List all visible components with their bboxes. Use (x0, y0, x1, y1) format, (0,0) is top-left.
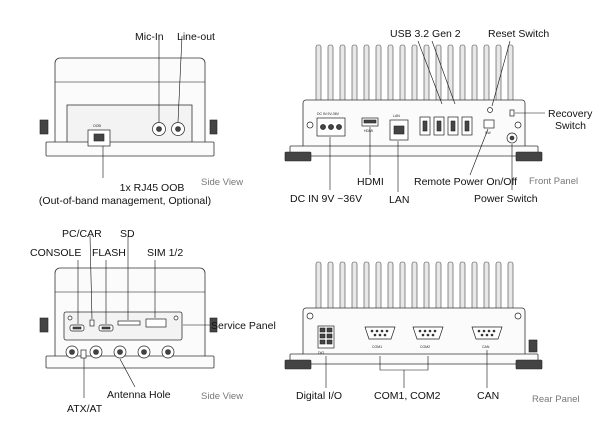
service-panel-label: Service Panel (211, 320, 276, 332)
usb-ports (419, 116, 473, 136)
remote-power-label: Remote Power On/Off (414, 176, 517, 188)
front-screw-right (514, 121, 522, 129)
lan-port: LAN (389, 114, 409, 141)
remote-power-connector (483, 119, 495, 129)
rear-panel: DIO COM1 COM2 CAN Digital I/O COM1, COM2… (284, 261, 580, 405)
sd-slot (117, 320, 141, 326)
usb-leader-1 (417, 40, 443, 105)
digital-io-connector: DIO (317, 325, 335, 355)
pc-car-switch (89, 319, 95, 327)
atx-at-switch (80, 349, 87, 359)
usb-leader-2 (431, 40, 456, 105)
pc-car-label: PC/CAR (62, 228, 102, 240)
antenna-hole-leader (119, 358, 136, 388)
dc-in-label: DC IN 9V ~36V (290, 193, 362, 205)
sim-slot (145, 318, 167, 328)
front-screw-left (306, 121, 314, 129)
can-label: CAN (477, 390, 499, 402)
com2-mark: COM2 (420, 345, 430, 349)
rj45-oob-sublabel: (Out-of-band management, Optional) (39, 195, 211, 207)
flash-label: FLASH (92, 247, 126, 259)
rj45-oob-port: OOB (87, 124, 111, 147)
side-view-bottom: PC/CAR SD CONSOLE FLASH SIM 1/2 Service … (30, 228, 276, 415)
dc-in-mark: DC IN 9V-36V (317, 112, 340, 116)
hdmi-port: HDMI (361, 117, 379, 133)
com-label: COM1, COM2 (374, 390, 441, 402)
front-panel: DC IN 9V-36V HDMI LAN SW (284, 28, 593, 206)
com2-port: COM2 (412, 326, 444, 349)
reset-switch-label: Reset Switch (488, 28, 549, 40)
sim-label: SIM 1/2 (147, 247, 183, 259)
digital-io-label: Digital I/O (296, 390, 342, 402)
recovery-switch-button (509, 109, 515, 117)
dio-mark: DIO (318, 351, 325, 355)
reset-leader (491, 40, 511, 107)
recovery-switch-label: Recovery (548, 108, 593, 120)
line-out-leader (177, 35, 183, 123)
rj45-oob-mark: OOB (93, 124, 101, 128)
side-view-top: OOB Mic-In Line-out 1x RJ45 OOB (Out-of-… (39, 31, 243, 207)
mic-in-label: Mic-In (135, 31, 164, 43)
pc-car-leader (89, 235, 93, 320)
line-out-label: Line-out (177, 31, 215, 43)
sw-mark: SW (485, 131, 491, 135)
power-switch-label: Power Switch (474, 193, 538, 205)
com1-port: COM1 (364, 326, 396, 349)
front-heat-fins (315, 44, 514, 106)
front-panel-caption: Front Panel (529, 176, 578, 187)
dc-in-connector: DC IN 9V-36V (316, 112, 346, 137)
can-mark: CAN (482, 345, 490, 349)
hdmi-mark: HDMI (364, 129, 373, 133)
remote-power-leader (469, 128, 489, 176)
service-panel (63, 311, 183, 341)
com1-mark: COM1 (372, 345, 382, 349)
rear-panel-caption: Rear Panel (532, 394, 580, 405)
antenna-holes (65, 345, 175, 359)
lan-mark: LAN (393, 114, 400, 118)
can-port: CAN (471, 326, 503, 349)
recovery-switch-label-line2: Switch (555, 120, 586, 132)
rj45-oob-label: 1x RJ45 OOB (120, 182, 185, 194)
side-view-bottom-caption: Side View (201, 391, 243, 402)
lan-label: LAN (389, 194, 409, 206)
reset-switch-button (487, 107, 493, 113)
usb-label: USB 3.2 Gen 2 (390, 28, 461, 40)
atx-at-label: ATX/AT (67, 403, 103, 415)
side-view-top-caption: Side View (201, 177, 243, 188)
hdmi-label: HDMI (357, 176, 384, 188)
antenna-hole-label: Antenna Hole (107, 389, 171, 401)
console-label: CONSOLE (30, 247, 81, 259)
sd-label: SD (120, 228, 135, 240)
rear-heat-fins (315, 261, 514, 313)
